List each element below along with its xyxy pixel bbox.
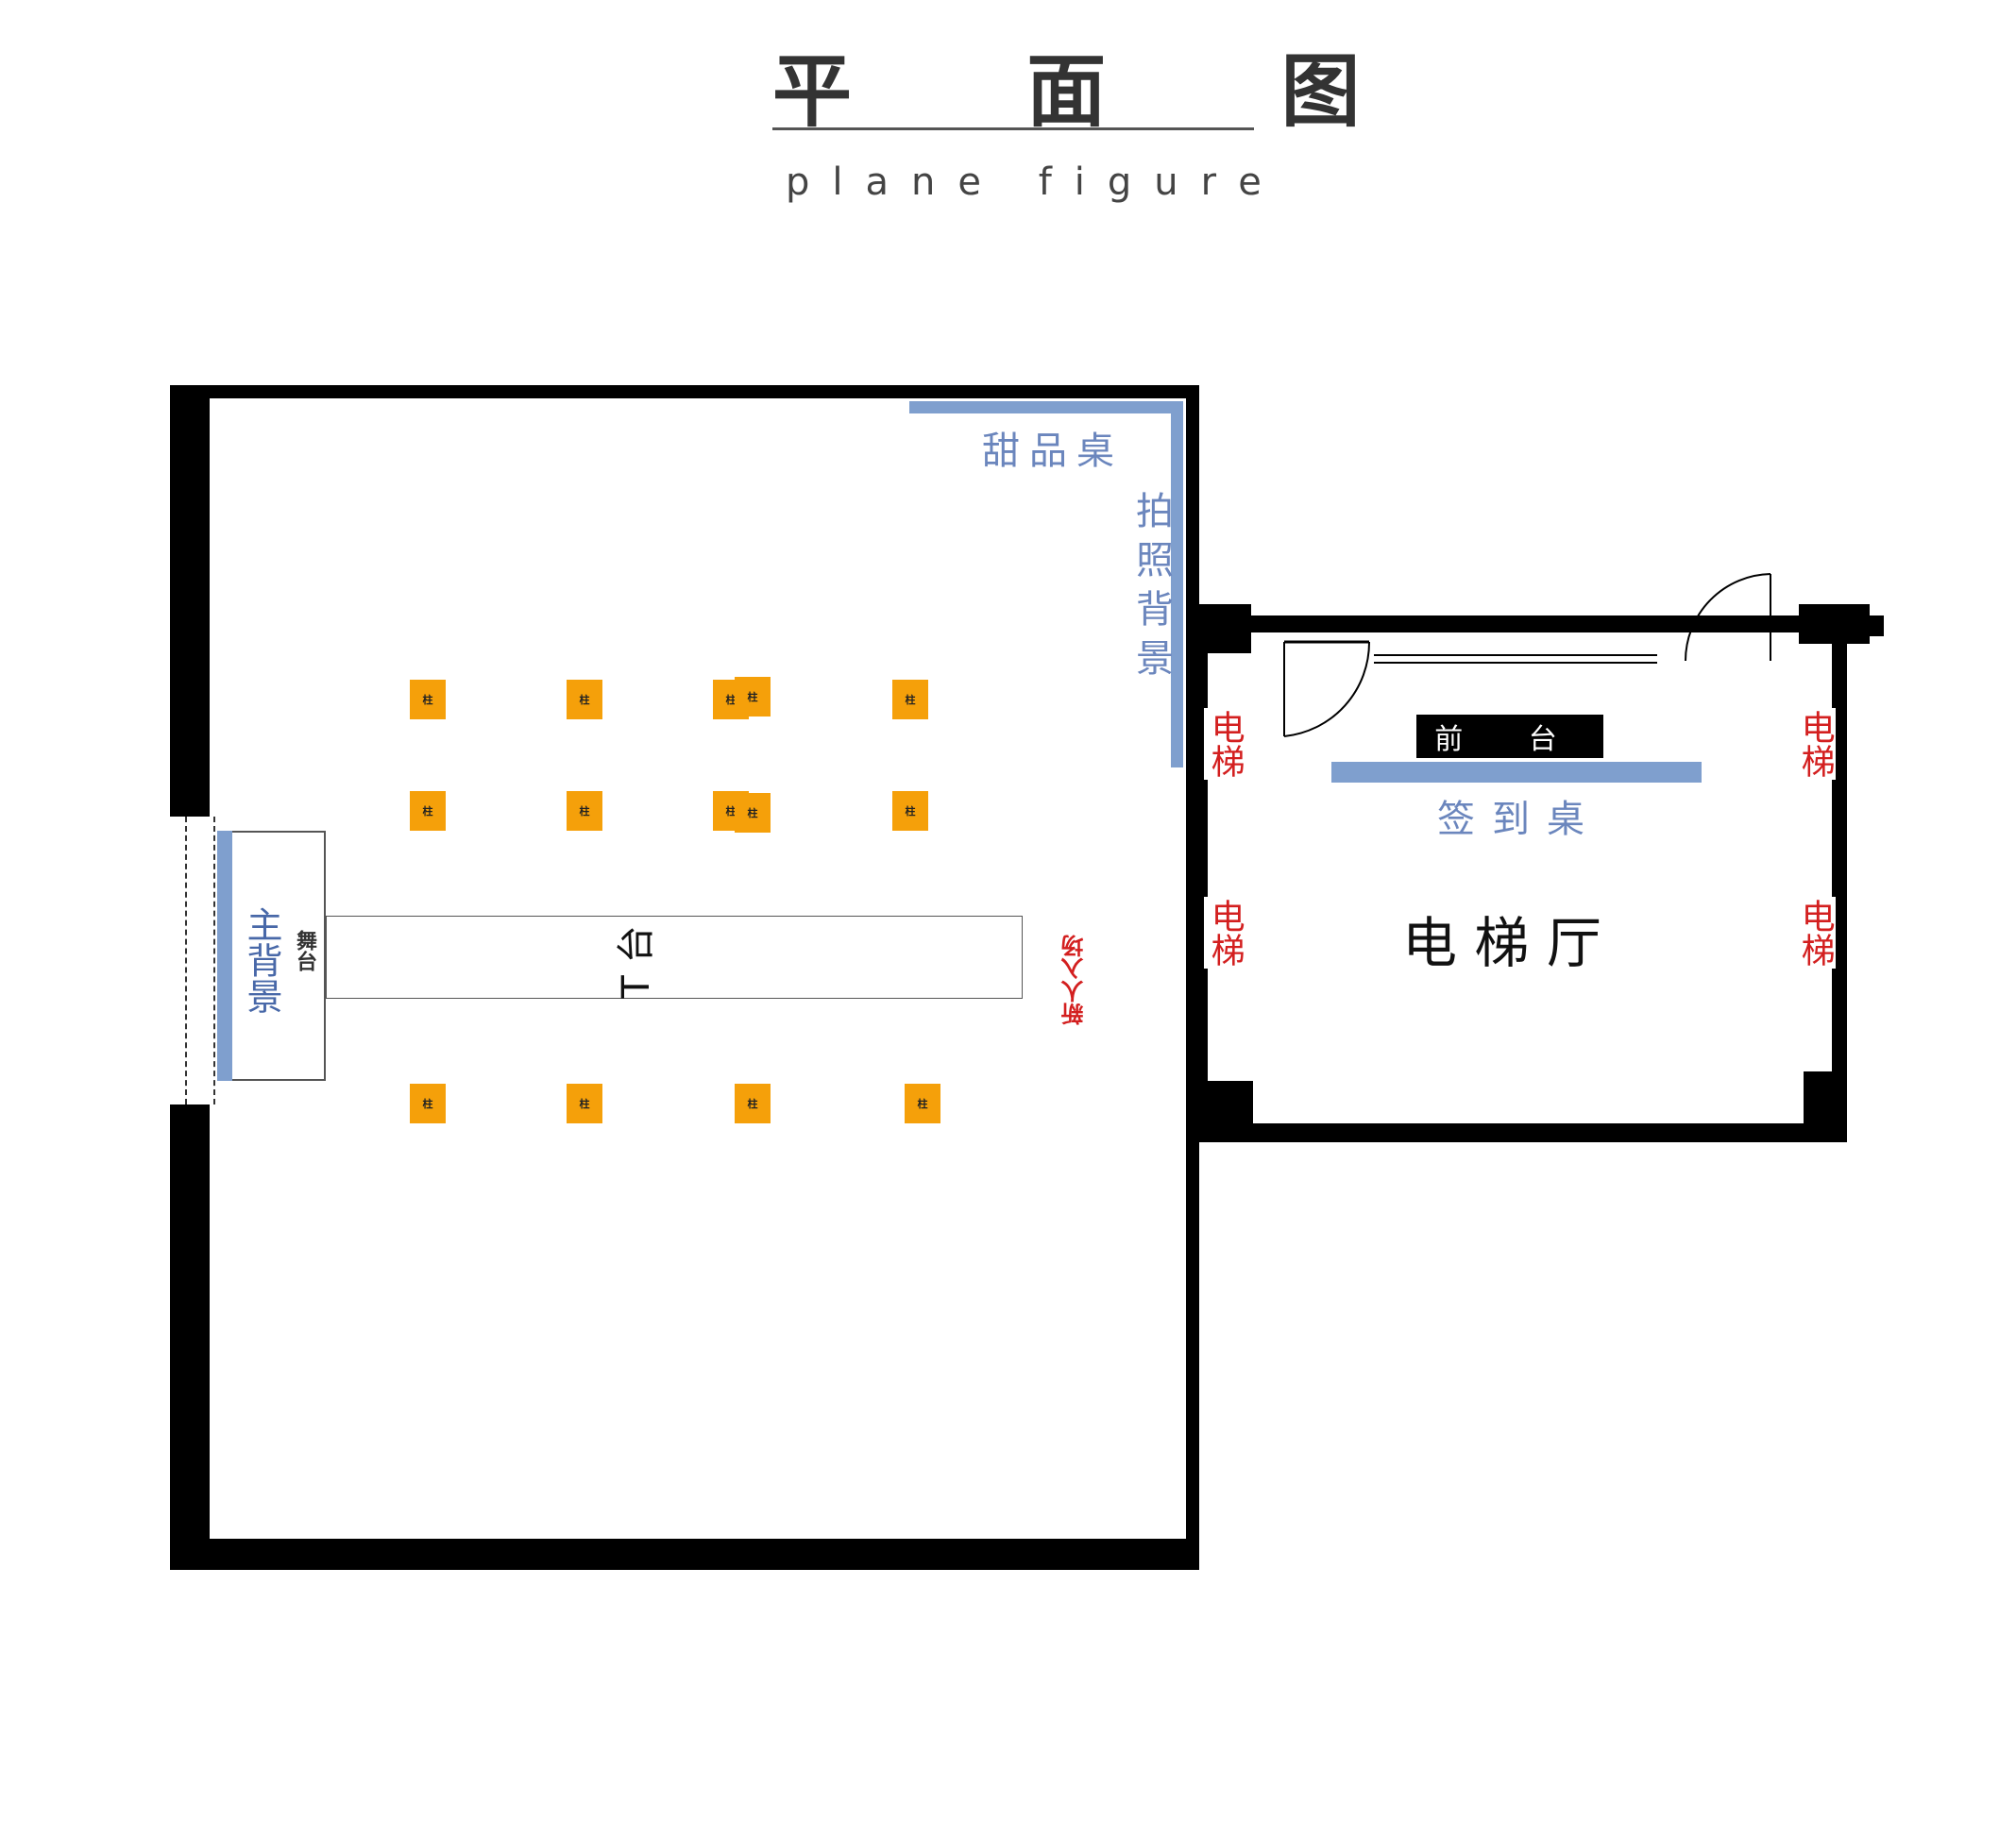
title-divider — [772, 127, 1254, 130]
pillar: 柱 — [567, 680, 602, 719]
t-stage-runway — [326, 916, 1023, 999]
main-entrance-opening — [185, 817, 215, 1104]
pillar: 柱 — [410, 791, 446, 831]
elevator-hall-label: 电 梯 厅 — [1402, 911, 1601, 975]
entrance-label: 新人入场 — [1061, 935, 1088, 1025]
elevator-label: 电梯 — [1794, 708, 1836, 780]
elevator-hall-window-rail — [1374, 654, 1657, 664]
photo-backdrop-label: 拍照背景 — [1129, 491, 1173, 687]
pillar: 柱 — [410, 1084, 446, 1123]
pillar: 柱 — [892, 680, 928, 719]
dessert-table-label: 甜品桌 — [982, 430, 1124, 473]
elevator-hall-wall-left — [1194, 604, 1208, 1142]
sign-in-table-label: 签到桌 — [1437, 798, 1601, 841]
elevator-hall-wall-top — [1199, 615, 1884, 632]
pillar: 柱 — [567, 1084, 602, 1123]
pillar: 柱 — [905, 1084, 940, 1123]
photo-backdrop-bar — [1171, 401, 1183, 767]
main-backdrop-bar — [217, 831, 232, 1081]
stage — [217, 831, 326, 1081]
t-stage-label: T 台 — [615, 925, 658, 999]
pillar: 柱 — [892, 791, 928, 831]
pillar: 柱 — [735, 793, 771, 833]
main-hall-wall-left-lower — [170, 1104, 210, 1567]
pillar: 柱 — [410, 680, 446, 719]
page-title: 平 面 图 — [772, 44, 1434, 138]
pillar: 柱 — [735, 1084, 771, 1123]
stage-label: 舞台 — [293, 930, 316, 971]
page-subtitle: plane figure — [786, 160, 1284, 204]
elevator-hall-corner-bottom-right — [1804, 1071, 1847, 1142]
main-backdrop-label: 主背景 — [241, 906, 282, 1014]
sign-in-table-bar — [1331, 762, 1702, 783]
elevator-label: 电梯 — [1794, 897, 1836, 969]
elevator-label: 电梯 — [1204, 708, 1245, 780]
elevator-hall-wall-bottom — [1194, 1123, 1847, 1142]
door-swing-left — [1283, 640, 1371, 737]
elevator-hall-wall-right — [1832, 632, 1847, 1142]
elevator-hall-corner-bottom-left — [1194, 1081, 1253, 1142]
elevator-label: 电梯 — [1204, 897, 1245, 969]
pillar: 柱 — [567, 791, 602, 831]
reception-desk: 前 台 — [1416, 715, 1603, 758]
main-hall-wall-left-upper — [170, 385, 210, 817]
main-hall-wall-top — [170, 385, 1199, 398]
elevator-hall-wall-right-cap — [1865, 615, 1884, 636]
dessert-table-bar — [909, 401, 1183, 413]
main-hall-wall-bottom — [170, 1539, 1199, 1570]
door-swing-right — [1685, 573, 1771, 662]
pillar: 柱 — [735, 677, 771, 717]
